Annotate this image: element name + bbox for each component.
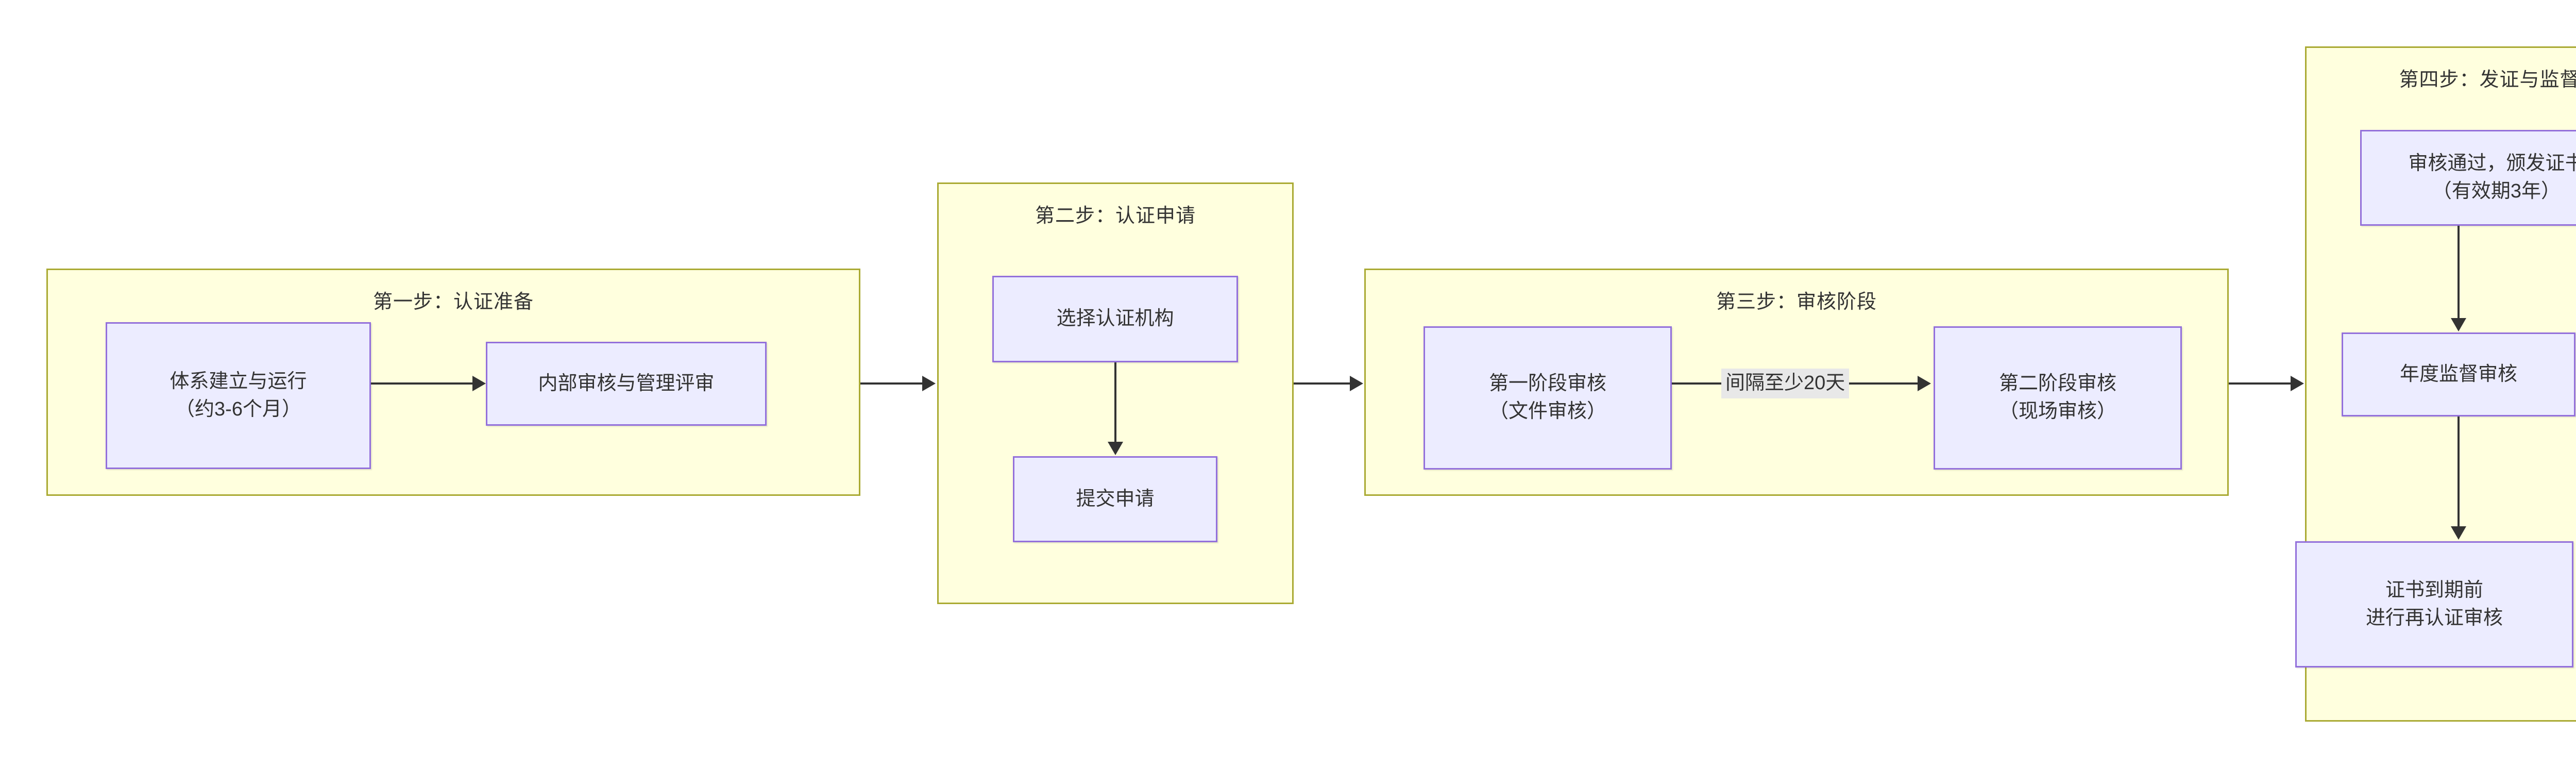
edge-n1-n2: [371, 382, 474, 385]
node-submit-application[interactable]: 提交申请: [1013, 456, 1217, 542]
edge-step1-step2: [860, 382, 923, 385]
node-stage1-audit-line1: 第一阶段审核: [1488, 373, 1606, 395]
node-annual-surveillance-audit-line1: 年度监督审核: [2399, 363, 2517, 385]
node-stage2-audit[interactable]: 第二阶段审核 （现场审核）: [1934, 326, 2182, 470]
edge-n5-n6-arrowhead: [1918, 376, 1931, 391]
node-recertification-audit-line1: 证书到期前: [2385, 579, 2483, 601]
node-certificate-issued-line1: 审核通过，颁发证书: [2408, 153, 2576, 175]
cluster-step2-title: 第二步：认证申请: [1035, 205, 1196, 227]
node-stage2-audit-line1: 第二阶段审核: [1998, 373, 2116, 395]
edge-step1-step2-arrowhead: [922, 376, 936, 391]
node-annual-surveillance-audit[interactable]: 年度监督审核: [2342, 332, 2575, 416]
edge-n8-n9: [2458, 416, 2460, 528]
edge-step2-step3: [1294, 382, 1355, 385]
node-system-setup-line2: （约3-6个月）: [175, 398, 301, 420]
edge-step3-step4: [2229, 382, 2291, 385]
node-recertification-audit[interactable]: 证书到期前 进行再认证审核: [2295, 541, 2573, 668]
node-system-setup[interactable]: 体系建立与运行 （约3-6个月）: [106, 322, 371, 469]
edge-n8-n9-arrowhead: [2451, 526, 2466, 540]
cluster-step1-title: 第一步：认证准备: [372, 291, 534, 313]
node-stage2-audit-line2: （现场审核）: [1998, 401, 2116, 422]
edge-n7-n8: [2458, 226, 2460, 320]
node-internal-audit-review-line1: 内部审核与管理评审: [538, 372, 715, 394]
node-stage1-audit-line2: （文件审核）: [1488, 401, 1606, 422]
edge-n5-n6-label: 间隔至少20天: [1721, 369, 1850, 398]
node-system-setup-line1: 体系建立与运行: [170, 370, 307, 392]
node-choose-certification-body-line1: 选择认证机构: [1056, 308, 1174, 330]
edge-n3-n4-arrowhead: [1108, 442, 1123, 455]
edge-n1-n2-arrowhead: [472, 376, 486, 391]
node-submit-application-line1: 提交申请: [1076, 488, 1155, 510]
node-recertification-audit-line2: 进行再认证审核: [2365, 607, 2503, 629]
edge-step2-step3-arrowhead: [1350, 376, 1363, 391]
node-internal-audit-review[interactable]: 内部审核与管理评审: [486, 342, 767, 426]
node-choose-certification-body[interactable]: 选择认证机构: [992, 276, 1238, 362]
node-certificate-issued-line2: （有效期3年）: [2432, 180, 2561, 202]
cluster-step3-title: 第三步：审核阶段: [1716, 291, 1877, 313]
node-certificate-issued[interactable]: 审核通过，颁发证书 （有效期3年）: [2360, 130, 2576, 226]
cluster-step4-title: 第四步：发证与监督: [2399, 69, 2576, 91]
edge-step3-step4-arrowhead: [2291, 376, 2304, 391]
edge-n7-n8-arrowhead: [2451, 318, 2466, 331]
node-stage1-audit[interactable]: 第一阶段审核 （文件审核）: [1423, 326, 1672, 470]
edge-n3-n4: [1114, 362, 1116, 444]
